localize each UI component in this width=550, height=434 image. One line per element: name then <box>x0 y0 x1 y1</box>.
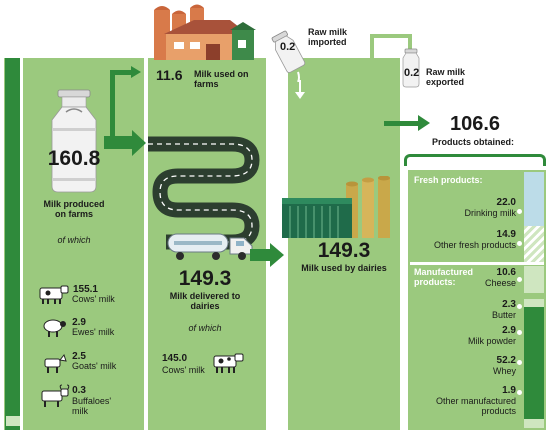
cows-label: Cows' milk <box>72 294 115 304</box>
milk-powder-label: Milk powder <box>467 336 516 346</box>
milk-powder-value: 2.9 <box>502 325 516 336</box>
ewes-value: 2.9 <box>72 317 86 328</box>
cows-value: 155.1 <box>72 284 98 295</box>
farm-buildings-icon <box>154 4 256 60</box>
farms-use-label: Milk used on farms <box>194 69 249 89</box>
bar-other-fresh <box>524 226 544 262</box>
arrow-to-farms-vertical <box>110 73 115 137</box>
export-pipe-horizontal <box>370 34 412 38</box>
whey-dot <box>517 360 522 365</box>
arrow-to-farms-horizontal <box>110 70 132 75</box>
goats-value: 2.5 <box>72 351 86 362</box>
butter-label: Butter <box>491 310 516 320</box>
export-pipe-down <box>408 34 412 50</box>
import-milk-can-icon <box>271 30 306 82</box>
butter-value: 2.3 <box>502 299 516 310</box>
drinking-milk-label: Drinking milk <box>464 208 516 218</box>
whey-value: 52.2 <box>496 355 516 366</box>
cheese-label: Cheese <box>484 278 516 288</box>
milk-can-icon <box>51 89 97 193</box>
produced-total: 160.8 <box>47 147 101 170</box>
products-bracket <box>404 154 546 166</box>
dairies-value: 149.3 <box>317 239 371 262</box>
farms-use-value: 11.6 <box>156 67 183 83</box>
export-pipe-vertical <box>370 36 374 58</box>
delivered-cows-value: 145.0 <box>162 353 188 364</box>
import-arrow-shaft <box>299 80 301 92</box>
cheese-value: 10.6 <box>496 267 516 278</box>
other-fresh-label: Other fresh products <box>433 240 516 250</box>
import-arrow-head <box>295 92 305 99</box>
cheese-dot <box>517 277 522 282</box>
bar-cheese <box>524 266 544 293</box>
produced-label: Milk produced on farms <box>43 199 105 219</box>
arrow-to-products-shaft <box>384 121 420 126</box>
other-manufactured-value: 1.9 <box>502 385 516 396</box>
imported-value: 0.2 <box>280 41 296 53</box>
produced-bar-stripe <box>5 58 21 430</box>
tanker-truck-icon <box>167 233 253 260</box>
panel-dairies <box>288 58 400 430</box>
buffalo-icon <box>41 384 70 407</box>
export-milk-can-icon <box>402 48 420 88</box>
fresh-title: Fresh products: <box>414 175 483 185</box>
arrow-to-transport-head <box>132 130 146 156</box>
produced-bar-edge <box>20 58 23 430</box>
milk-powder-dot <box>517 330 522 335</box>
goats-label: Goats' milk <box>72 361 117 371</box>
butter-dot <box>517 304 522 309</box>
goat-icon <box>44 353 67 373</box>
arrow-to-farms-head <box>131 66 141 78</box>
sheep-icon <box>43 319 66 337</box>
delivered-label: Milk delivered to dairies <box>169 291 241 311</box>
winding-road <box>148 136 260 250</box>
buffaloes-value: 0.3 <box>72 385 86 396</box>
bar-whey <box>524 307 544 419</box>
drinking-milk-dot <box>517 209 522 214</box>
imported-label: Raw milk imported <box>308 27 348 47</box>
bar-milk-powder <box>524 299 544 307</box>
delivered-cows-label: Cows' milk <box>162 365 205 375</box>
exported-label: Raw milk exported <box>426 67 466 87</box>
produced-bar-light <box>6 416 20 426</box>
other-manufactured-dot <box>517 390 522 395</box>
delivered-value: 149.3 <box>178 267 232 290</box>
bar-butter <box>524 293 544 299</box>
bar-other-manufactured <box>524 419 544 428</box>
exported-value: 0.2 <box>404 67 420 79</box>
arrow-to-products-head <box>418 115 430 131</box>
dairy-factory-icon <box>282 176 390 238</box>
arrow-to-dairies-shaft <box>250 249 272 261</box>
other-manufactured-label: Other manufactured products <box>435 396 516 416</box>
whey-label: Whey <box>492 366 516 376</box>
obtained-value: 106.6 <box>450 113 501 135</box>
ewes-label: Ewes' milk <box>72 327 115 337</box>
produced-of-which: of which <box>57 235 91 245</box>
drinking-milk-value: 22.0 <box>496 197 516 208</box>
obtained-label: Products obtained: <box>432 137 515 147</box>
buffaloes-label: Buffaloes' milk <box>72 396 112 416</box>
delivered-of-which: of which <box>188 323 222 333</box>
arrow-to-transport-shaft <box>104 136 134 149</box>
other-fresh-dot <box>517 241 522 246</box>
arrow-to-dairies-head <box>270 243 284 267</box>
delivered-cow-icon <box>213 353 244 373</box>
other-fresh-value: 14.9 <box>496 229 516 240</box>
bar-drinking-milk <box>524 172 544 226</box>
cow-icon <box>39 285 69 304</box>
bar-separator <box>410 262 544 265</box>
dairies-label: Milk used by dairies <box>301 263 387 273</box>
panel-products <box>408 170 546 430</box>
manufactured-title: Manufactured products: <box>414 267 474 287</box>
